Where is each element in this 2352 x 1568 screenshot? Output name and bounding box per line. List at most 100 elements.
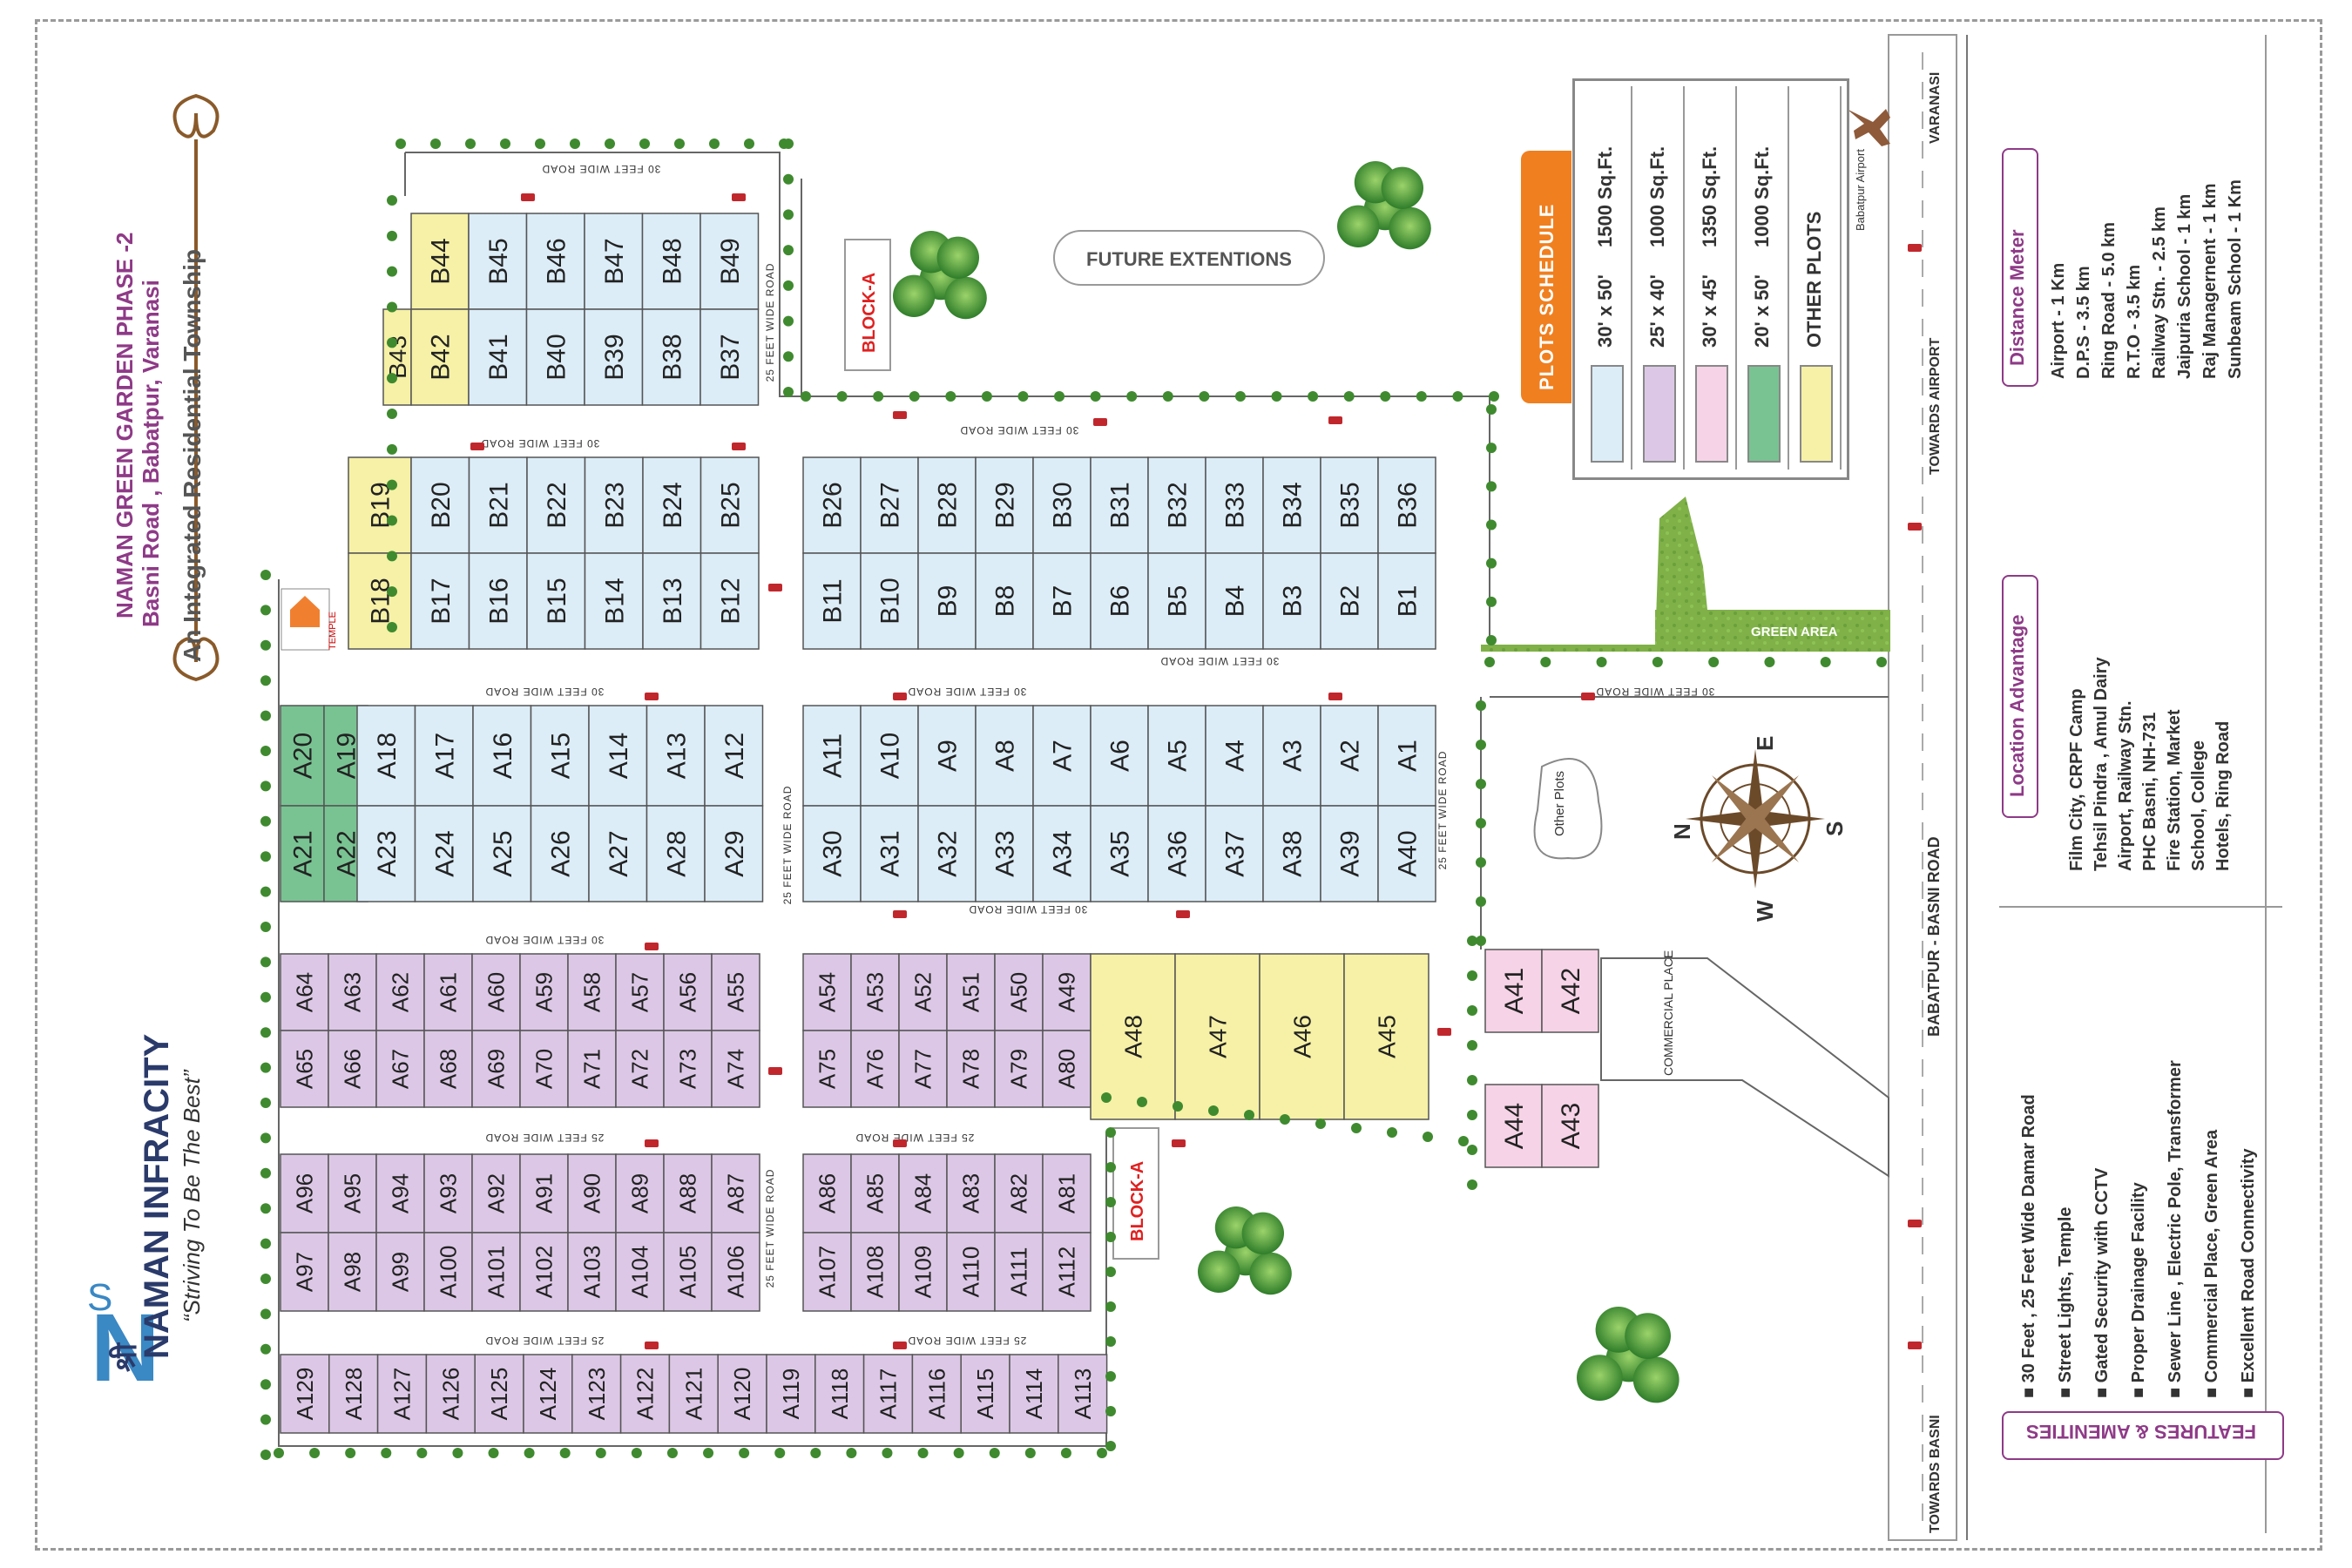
hedge-tree-icon bbox=[1024, 1448, 1036, 1458]
plot-label: A110 bbox=[958, 1247, 984, 1298]
plot-label: A59 bbox=[531, 972, 558, 1012]
logo-letter-n: N bbox=[91, 1294, 159, 1402]
hedge-tree-icon bbox=[1476, 818, 1486, 828]
plot-label: A127 bbox=[389, 1368, 416, 1421]
schedule-size: 30' x 50' bbox=[1594, 274, 1616, 348]
car-icon bbox=[893, 1139, 907, 1147]
hedge-tree-icon bbox=[260, 886, 271, 897]
hedge-tree-icon bbox=[1652, 657, 1663, 667]
other-plots-area: Other Plots bbox=[1533, 758, 1603, 860]
plot-label: A116 bbox=[923, 1369, 950, 1420]
plot-label: B37 bbox=[716, 334, 745, 380]
plot-a124 bbox=[523, 1354, 573, 1434]
plot-label: A61 bbox=[436, 972, 462, 1012]
hedge-tree-icon bbox=[989, 1448, 1000, 1458]
tree-icon bbox=[1389, 206, 1431, 250]
hedge-tree-icon bbox=[1387, 1127, 1397, 1138]
plot-label: A16 bbox=[489, 733, 517, 779]
plot-label: A26 bbox=[546, 830, 575, 876]
plot-label: A21 bbox=[289, 830, 318, 876]
plot-label: A18 bbox=[373, 733, 402, 779]
plot-b31 bbox=[1090, 456, 1149, 554]
plot-label: A50 bbox=[1006, 972, 1032, 1012]
hedge-tree-icon bbox=[1105, 1301, 1116, 1312]
main-road-label: BABATPUR - BASNI ROAD bbox=[1925, 836, 1943, 1037]
plot-label: A94 bbox=[388, 1173, 414, 1213]
hedge-tree-icon bbox=[260, 1203, 271, 1214]
plot-b40 bbox=[525, 308, 585, 406]
road-label: 25 FEET WIDE ROAD bbox=[764, 263, 776, 382]
plot-label: A9 bbox=[934, 740, 963, 772]
plot-label: A88 bbox=[675, 1173, 701, 1213]
hedge-tree-icon bbox=[387, 266, 397, 277]
road-label: 25 FEET WIDE ROAD bbox=[855, 1132, 975, 1144]
plot-a38 bbox=[1262, 805, 1321, 902]
hedge-tree-icon bbox=[452, 1448, 463, 1458]
plot-b21 bbox=[468, 456, 528, 554]
hedge-tree-icon bbox=[1596, 657, 1607, 667]
tree-icon bbox=[1577, 1355, 1623, 1401]
schedule-size: OTHER PLOTS bbox=[1803, 211, 1825, 348]
plot-a115 bbox=[960, 1354, 1010, 1434]
list-item: ■ Street Lights, Temple bbox=[2056, 1206, 2075, 1398]
list-item: Tehsil Pindra , Amul Dairy bbox=[2092, 657, 2111, 871]
hedge-tree-icon bbox=[1162, 391, 1173, 402]
plot-a128 bbox=[328, 1354, 379, 1434]
plot-a45 bbox=[1343, 953, 1429, 1120]
plot-label: A2 bbox=[1336, 740, 1365, 772]
hedge-tree-icon bbox=[260, 1167, 271, 1179]
plot-label: A112 bbox=[1054, 1247, 1080, 1298]
list-item: ■ Excellent Road Connectivity bbox=[2239, 1148, 2258, 1398]
hedge-tree-icon bbox=[1467, 1110, 1477, 1120]
plot-label: A118 bbox=[827, 1369, 853, 1420]
hedge-tree-icon bbox=[783, 209, 794, 220]
plot-label: A46 bbox=[1288, 1015, 1315, 1058]
hedge-tree-icon bbox=[260, 1027, 271, 1038]
hedge-tree-icon bbox=[1486, 481, 1497, 492]
hedge-tree-icon bbox=[595, 1448, 606, 1458]
plot-label: B26 bbox=[819, 482, 848, 528]
plot-a79 bbox=[994, 1030, 1044, 1108]
plot-label: A108 bbox=[862, 1246, 889, 1299]
road-label: 25 FEET WIDE ROAD bbox=[764, 1169, 776, 1288]
compass-rose: N E S W bbox=[1669, 736, 1848, 922]
plot-a46 bbox=[1259, 953, 1345, 1120]
car-icon bbox=[645, 1342, 659, 1349]
list-item: Hotels, Ring Road bbox=[2213, 720, 2233, 871]
plot-b43 bbox=[382, 308, 412, 406]
plot-a33 bbox=[975, 805, 1034, 902]
hedge-tree-icon bbox=[1173, 1101, 1183, 1112]
tree-icon bbox=[893, 274, 936, 317]
hedge-tree-icon bbox=[1476, 740, 1486, 750]
hedge-tree-icon bbox=[387, 195, 397, 206]
hedge-tree-icon bbox=[1489, 391, 1499, 402]
hedge-tree-icon bbox=[387, 373, 397, 384]
hedge-tree-icon bbox=[260, 570, 271, 580]
tree-icon bbox=[1381, 166, 1424, 209]
plot-a10 bbox=[860, 705, 919, 807]
road-label: 25 FEET WIDE ROAD bbox=[781, 786, 794, 905]
hedge-tree-icon bbox=[739, 1448, 750, 1458]
hedge-tree-icon bbox=[1423, 1132, 1433, 1142]
plot-label: A90 bbox=[579, 1173, 605, 1213]
hedge-tree-icon bbox=[1467, 1179, 1477, 1190]
road-label: 30 FEET WIDE ROAD bbox=[969, 903, 1088, 916]
plot-label: A20 bbox=[289, 733, 318, 779]
car-icon bbox=[1172, 1139, 1186, 1147]
plot-label: A78 bbox=[958, 1049, 984, 1089]
hedge-tree-icon bbox=[1101, 1092, 1112, 1103]
road-label: 30 FEET WIDE ROAD bbox=[908, 686, 1027, 698]
plot-label: A45 bbox=[1373, 1015, 1400, 1058]
list-item: PHC Basni, NH-731 bbox=[2140, 712, 2159, 871]
plot-a37 bbox=[1205, 805, 1264, 902]
hedge-tree-icon bbox=[387, 622, 397, 632]
plot-a43 bbox=[1541, 1084, 1599, 1168]
plot-label: B21 bbox=[484, 482, 513, 528]
schedule-row: 20' x 50'1000 Sq.Ft. bbox=[1739, 86, 1789, 470]
hedge-tree-icon bbox=[1467, 1075, 1477, 1085]
plot-label: A95 bbox=[340, 1173, 366, 1213]
plot-b46 bbox=[525, 213, 585, 310]
plot-label: A111 bbox=[1006, 1247, 1032, 1297]
hedge-tree-icon bbox=[1380, 391, 1391, 402]
plot-label: B11 bbox=[819, 578, 848, 623]
